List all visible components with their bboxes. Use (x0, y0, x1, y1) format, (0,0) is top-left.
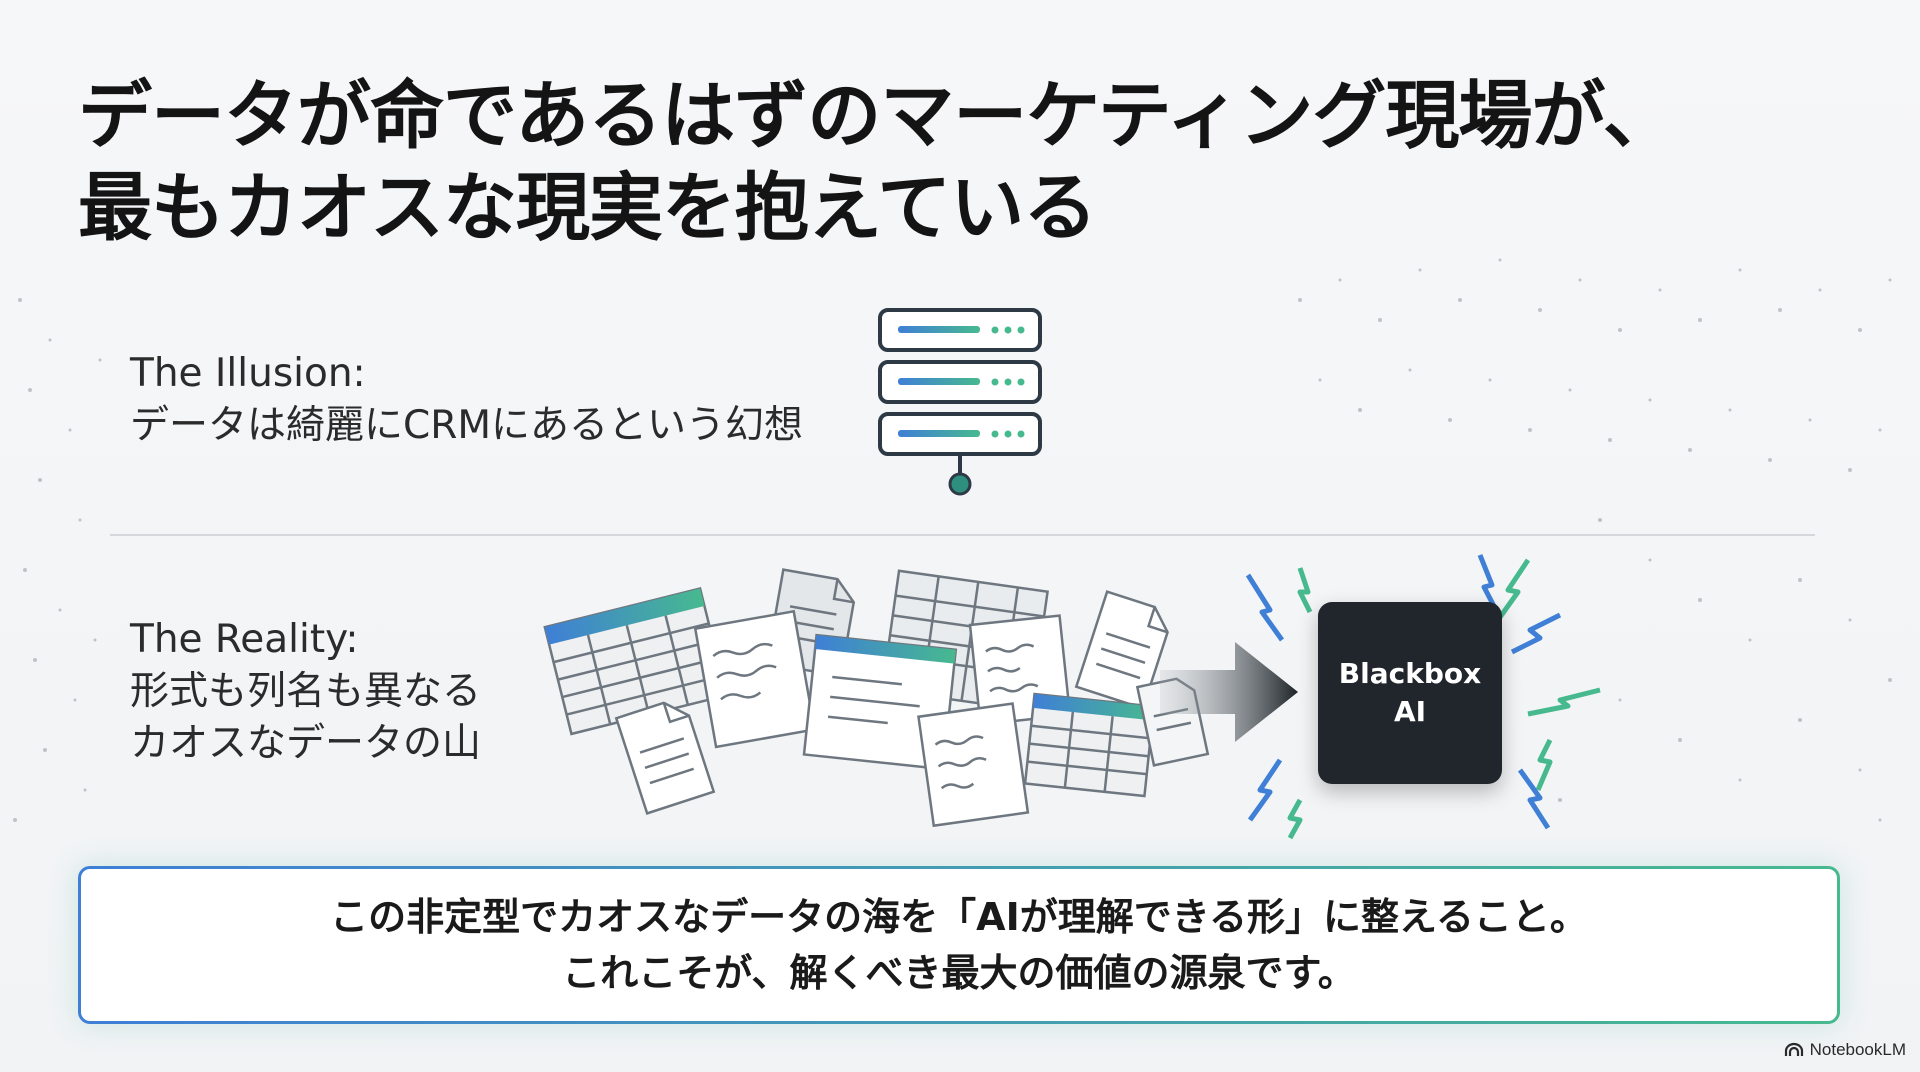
blackbox-label-line-2: AI (1393, 695, 1427, 728)
blackbox-label-line-1: Blackbox (1338, 657, 1482, 690)
notebooklm-brand: NotebookLM (1784, 1040, 1906, 1060)
title-line-2: 最もカオスな現実を抱えている (78, 165, 1097, 251)
section-divider (110, 534, 1815, 536)
database-icon (878, 308, 1042, 496)
illusion-heading: The Illusion: (130, 351, 366, 396)
page-title: データが命であるはずのマーケティング現場が、 最もカオスな現実を抱えている (78, 70, 1778, 254)
reality-section: The Reality: 形式も列名も異なる カオスなデータの山 (130, 614, 481, 770)
title-line-1: データが命であるはずのマーケティング現場が、 (78, 73, 1677, 159)
data-pile-icon (543, 568, 1210, 828)
notebooklm-logo-icon (1784, 1042, 1803, 1056)
key-message-callout: この非定型でカオスなデータの海を「AIが理解できる形」に整えること。 これこそが… (78, 866, 1840, 1024)
blackbox-ai-box: Blackbox AI (1318, 602, 1502, 784)
arrow-icon (1160, 642, 1298, 742)
brand-name: NotebookLM (1809, 1040, 1906, 1059)
callout-line-1: この非定型でカオスなデータの海を「AIが理解できる形」に整えること。 (330, 895, 1588, 939)
callout-line-2: これこそが、解くべき最大の価値の源泉です。 (562, 951, 1356, 995)
reality-heading: The Reality: (130, 617, 359, 662)
reality-line-1: 形式も列名も異なる (130, 669, 482, 714)
lightning-icons (1245, 554, 1601, 840)
reality-line-2: カオスなデータの山 (130, 721, 482, 766)
illusion-description: データは綺麗にCRMにあるという幻想 (130, 403, 803, 448)
illusion-section: The Illusion: データは綺麗にCRMにあるという幻想 (130, 348, 803, 452)
scatter-dots (13, 258, 1892, 822)
